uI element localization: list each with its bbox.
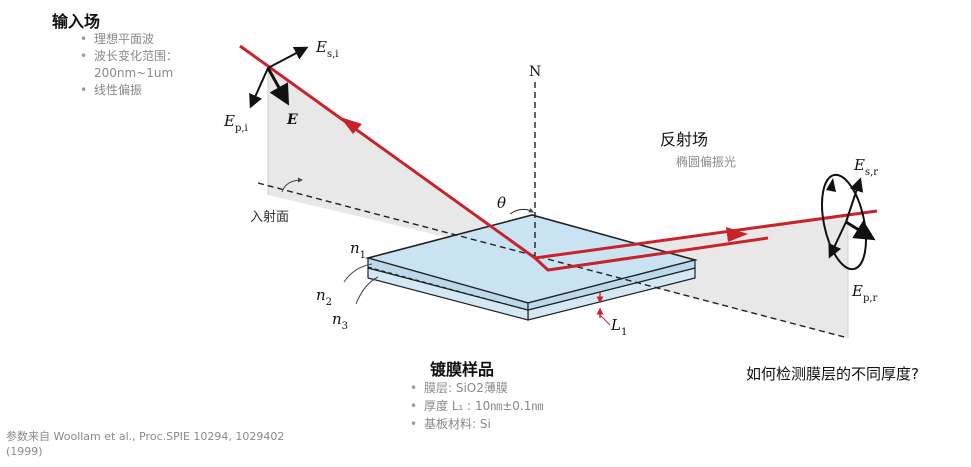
input-bullet-continuation: 200nm~1um xyxy=(94,66,174,80)
e-vector xyxy=(266,67,290,106)
reflected-beam xyxy=(534,209,878,260)
input-bullet: 理想平面波 xyxy=(80,31,178,48)
input-field-bullets: 理想平面波 波长变化范围： 200nm~1um 线性偏振 xyxy=(80,31,178,99)
es-r-label: Es,r xyxy=(853,156,878,178)
sample-bullets: 膜层: SiO2薄膜 厚度 L₁ : 10㎚±0.1㎚ 基板材料: Si xyxy=(410,379,543,433)
n2-leader xyxy=(343,263,373,283)
plane-label-leader xyxy=(281,177,303,193)
e-r-vector xyxy=(845,220,876,241)
ellipse-direction-arrow xyxy=(826,178,836,192)
input-bullet: 线性偏振 xyxy=(80,82,178,99)
thickness-leader xyxy=(599,314,611,326)
normal-label: N xyxy=(529,64,541,80)
reflected-field-subtitle: 椭圆偏振光 xyxy=(676,155,737,169)
sample-bullet: 基板材料: Si xyxy=(410,415,543,433)
es-i-label: Es,i xyxy=(315,38,338,60)
sample-title: 镀膜样品 xyxy=(430,360,495,379)
theta-label: θ xyxy=(497,194,506,212)
ep-i-vector xyxy=(249,67,269,109)
plane-baseline xyxy=(257,182,849,339)
input-field-title: 输入场 xyxy=(52,12,101,31)
n3-leader xyxy=(355,276,379,305)
film-sample xyxy=(364,214,699,321)
theta-arc xyxy=(509,207,534,215)
question-text: 如何检测膜层的不同厚度? xyxy=(746,365,919,383)
reflected-arrowhead xyxy=(726,227,748,242)
n1-label: n1 xyxy=(350,239,366,261)
citation: 参数来自 Woollam et al., Proc.SPIE 10294, 10… xyxy=(6,430,285,458)
sample-bullet: 膜层: SiO2薄膜 xyxy=(410,379,543,397)
plane-label: 入射面 xyxy=(250,210,290,225)
sample-bullet: 厚度 L₁ : 10㎚±0.1㎚ xyxy=(410,397,543,415)
incident-arrowhead xyxy=(340,117,362,134)
n2-label: n2 xyxy=(316,286,332,308)
ep-i-label: Ep,i xyxy=(223,112,248,134)
reflected-field-title: 反射场 xyxy=(660,130,709,149)
es-r-vector xyxy=(845,177,864,223)
ep-r-vector xyxy=(828,221,847,259)
incident-beam xyxy=(239,44,536,260)
ep-r-label: Ep,r xyxy=(851,282,878,304)
reflected-beam-lower xyxy=(533,236,769,272)
l1-label: L1 xyxy=(610,316,627,338)
es-i-vector xyxy=(267,46,309,69)
e-label: E xyxy=(286,112,298,128)
n3-label: n3 xyxy=(332,310,348,332)
polarization-ellipse xyxy=(821,173,867,271)
input-bullet: 波长变化范围： xyxy=(80,48,178,65)
